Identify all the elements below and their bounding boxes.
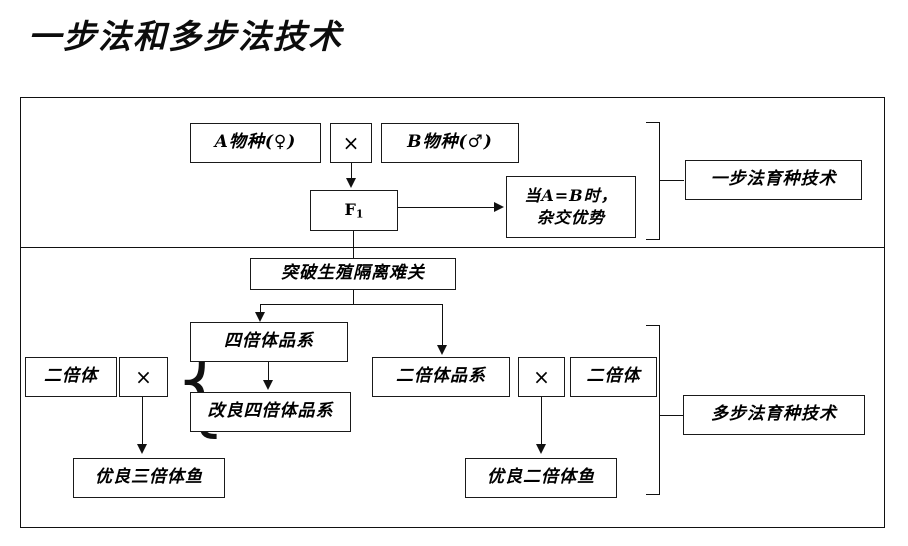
- connector-barrier-to-diploid-line: [442, 304, 443, 349]
- node-diploid-left: 二倍体: [25, 357, 117, 397]
- node-superior-triploid-fish: 优良三倍体鱼: [73, 458, 225, 498]
- connector-f1-to-heterosis: [398, 207, 495, 208]
- connector-cross2-to-triploid-fish: [142, 397, 143, 447]
- connector-tetraploid-to-improved: [268, 362, 269, 382]
- connector-barrier-stem: [353, 290, 354, 304]
- bracket-tick-one-step: [660, 180, 684, 181]
- connector-cross1-to-f1: [351, 163, 352, 180]
- arrowhead-cross1-to-f1: [346, 178, 356, 188]
- arrowhead-cross2-to-triploid-fish: [137, 444, 147, 454]
- section-divider: [20, 247, 885, 248]
- bracket-one-step: [646, 122, 660, 240]
- label-one-step-technique: 一步法育种技术: [685, 160, 862, 200]
- connector-f1-to-break-barrier: [353, 231, 354, 258]
- node-f1-label: F1: [344, 199, 364, 220]
- node-cross-2: ×: [119, 357, 168, 397]
- node-species-b: B物种(♂): [381, 123, 519, 163]
- node-species-a: A物种(♀): [190, 123, 321, 163]
- connector-barrier-to-tetraploid: [260, 304, 261, 318]
- node-heterosis-line1: 当A=B时，: [524, 186, 618, 206]
- node-cross-1: ×: [330, 123, 372, 163]
- node-superior-diploid-fish: 优良二倍体鱼: [465, 458, 617, 498]
- connector-barrier-split: [260, 304, 442, 305]
- node-break-barrier: 突破生殖隔离难关: [250, 258, 456, 290]
- bracket-multi-step: [646, 325, 660, 495]
- page-title: 一步法和多步法技术: [28, 17, 343, 56]
- arrowhead-tetraploid-to-improved: [263, 380, 273, 390]
- arrowhead-cross3-to-diploid-fish: [536, 444, 546, 454]
- node-cross-3: ×: [518, 357, 565, 397]
- node-f1: F1: [310, 190, 398, 231]
- bracket-tick-multi-step: [660, 415, 684, 416]
- node-heterosis-line2: 杂交优势: [536, 208, 605, 227]
- arrowhead-barrier-to-diploid-line: [437, 345, 447, 355]
- arrowhead-f1-to-heterosis: [494, 202, 504, 212]
- connector-cross3-to-diploid-fish: [541, 397, 542, 447]
- node-diploid-right: 二倍体: [570, 357, 657, 397]
- node-heterosis: 当A=B时， 杂交优势: [506, 176, 636, 238]
- arrowhead-barrier-to-tetraploid: [255, 312, 265, 322]
- node-tetraploid-line: 四倍体品系: [190, 322, 348, 362]
- node-improved-tetraploid-line: 改良四倍体品系: [190, 392, 351, 432]
- node-diploid-line: 二倍体品系: [372, 357, 510, 397]
- label-multi-step-technique: 多步法育种技术: [683, 395, 865, 435]
